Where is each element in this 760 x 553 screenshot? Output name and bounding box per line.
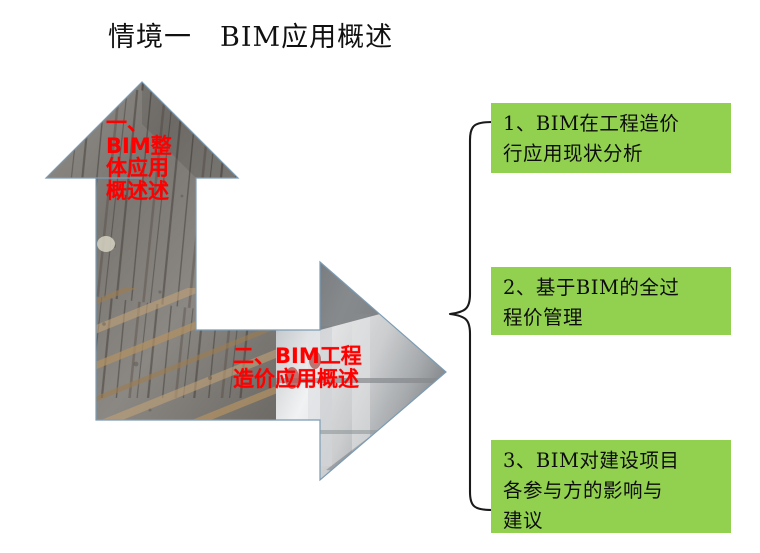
- arrow-outline: [44, 81, 447, 482]
- page-title: 情境一 BIM应用概述: [108, 22, 394, 53]
- arrow-photo-fill: [46, 82, 446, 480]
- callout-box-3[interactable]: 3、BIM对建设项目 各参与方的影响与 建议: [491, 440, 731, 533]
- left-curly-brace: [440, 110, 496, 522]
- arrow-label-overall-bim: 一、 BIM整 体应用 概述述: [106, 111, 172, 204]
- bent-arrow-up-right: [40, 78, 452, 486]
- callout-box-2[interactable]: 2、基于BIM的全过 程价管理: [491, 267, 731, 335]
- arrow-label-cost-bim: 二、BIM工程 造价应用概述: [233, 344, 362, 391]
- callout-box-1[interactable]: 1、BIM在工程造价 行应用现状分析: [491, 103, 731, 173]
